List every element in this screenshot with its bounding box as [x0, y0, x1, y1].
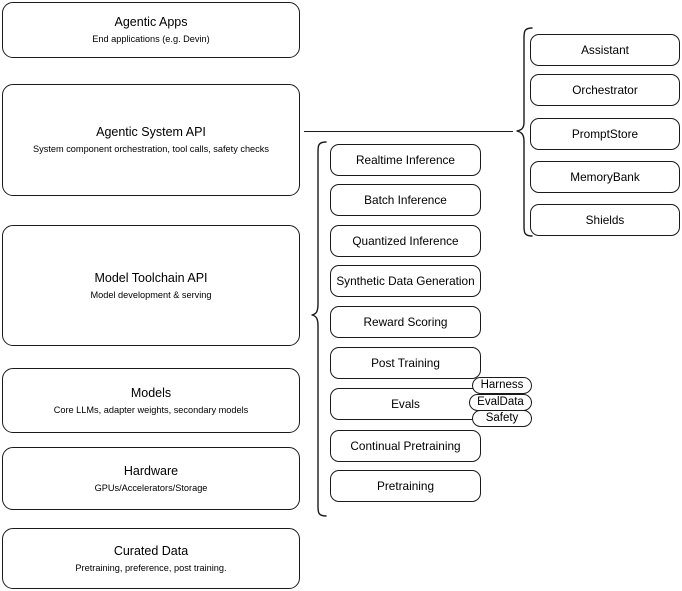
component-label: Orchestrator	[572, 83, 638, 97]
component-label: Reward Scoring	[363, 315, 448, 329]
stack-layer-hardware[interactable]: Hardware GPUs/Accelerators/Storage	[2, 447, 300, 510]
toolchain-component-realtime-inference[interactable]: Realtime Inference	[330, 144, 481, 176]
component-label: PromptStore	[571, 127, 639, 141]
system-component-assistant[interactable]: Assistant	[530, 34, 680, 66]
component-label: Post Training	[371, 356, 440, 370]
layer-title: Agentic Apps	[114, 15, 188, 29]
brace-system-components	[516, 27, 533, 237]
component-label: Shields	[585, 213, 625, 227]
toolchain-component-synthetic-data-generation[interactable]: Synthetic Data Generation	[330, 265, 481, 297]
layer-subtitle: Model development & serving	[90, 289, 212, 300]
toolchain-component-batch-inference[interactable]: Batch Inference	[330, 184, 481, 216]
brace-toolchain	[311, 141, 327, 517]
component-label: Batch Inference	[364, 193, 447, 207]
layer-subtitle: Pretraining, preference, post training.	[75, 562, 227, 573]
evals-badge-evaldata[interactable]: EvalData	[469, 394, 532, 411]
component-label: Assistant	[581, 43, 629, 57]
badge-label: Safety	[485, 412, 519, 424]
layer-subtitle: GPUs/Accelerators/Storage	[94, 482, 208, 493]
toolchain-component-post-training[interactable]: Post Training	[330, 347, 481, 379]
layer-title: Model Toolchain API	[94, 270, 208, 285]
system-component-orchestrator[interactable]: Orchestrator	[530, 74, 680, 106]
component-label: Realtime Inference	[355, 153, 455, 167]
component-label: Synthetic Data Generation	[336, 274, 475, 288]
toolchain-component-quantized-inference[interactable]: Quantized Inference	[330, 225, 481, 257]
stack-layer-agentic-system-api[interactable]: Agentic System API System component orch…	[2, 84, 300, 196]
layer-title: Models	[130, 385, 172, 400]
component-label: Evals	[391, 397, 420, 411]
component-label: Quantized Inference	[352, 234, 459, 248]
layer-subtitle: Core LLMs, adapter weights, secondary mo…	[53, 404, 249, 415]
component-label: MemoryBank	[570, 170, 640, 184]
stack-layer-models[interactable]: Models Core LLMs, adapter weights, secon…	[2, 368, 300, 433]
connector-line-system-api	[304, 131, 513, 133]
evals-badge-harness[interactable]: Harness	[472, 377, 532, 394]
toolchain-component-continual-pretraining[interactable]: Continual Pretraining	[330, 430, 481, 462]
toolchain-component-evals[interactable]: Evals	[330, 388, 481, 420]
layer-title: Hardware	[123, 463, 179, 478]
stack-layer-agentic-apps[interactable]: Agentic Apps End applications (e.g. Devi…	[2, 2, 300, 58]
system-component-memorybank[interactable]: MemoryBank	[530, 161, 680, 193]
toolchain-component-reward-scoring[interactable]: Reward Scoring	[330, 306, 481, 338]
layer-title: Curated Data	[113, 543, 189, 558]
stack-layer-model-toolchain-api[interactable]: Model Toolchain API Model development & …	[2, 225, 300, 346]
badge-label: Harness	[480, 379, 524, 391]
system-component-promptstore[interactable]: PromptStore	[530, 118, 680, 150]
layer-subtitle: End applications (e.g. Devin)	[92, 34, 210, 44]
badge-label: EvalData	[477, 396, 524, 408]
layer-title: Agentic System API	[96, 125, 206, 139]
layer-subtitle: System component orchestration, tool cal…	[33, 144, 269, 154]
system-component-shields[interactable]: Shields	[530, 204, 680, 236]
component-label: Pretraining	[376, 479, 435, 493]
component-label: Continual Pretraining	[350, 439, 461, 453]
toolchain-component-pretraining[interactable]: Pretraining	[330, 470, 481, 502]
stack-layer-curated-data[interactable]: Curated Data Pretraining, preference, po…	[2, 528, 300, 589]
evals-badge-safety[interactable]: Safety	[472, 410, 532, 427]
